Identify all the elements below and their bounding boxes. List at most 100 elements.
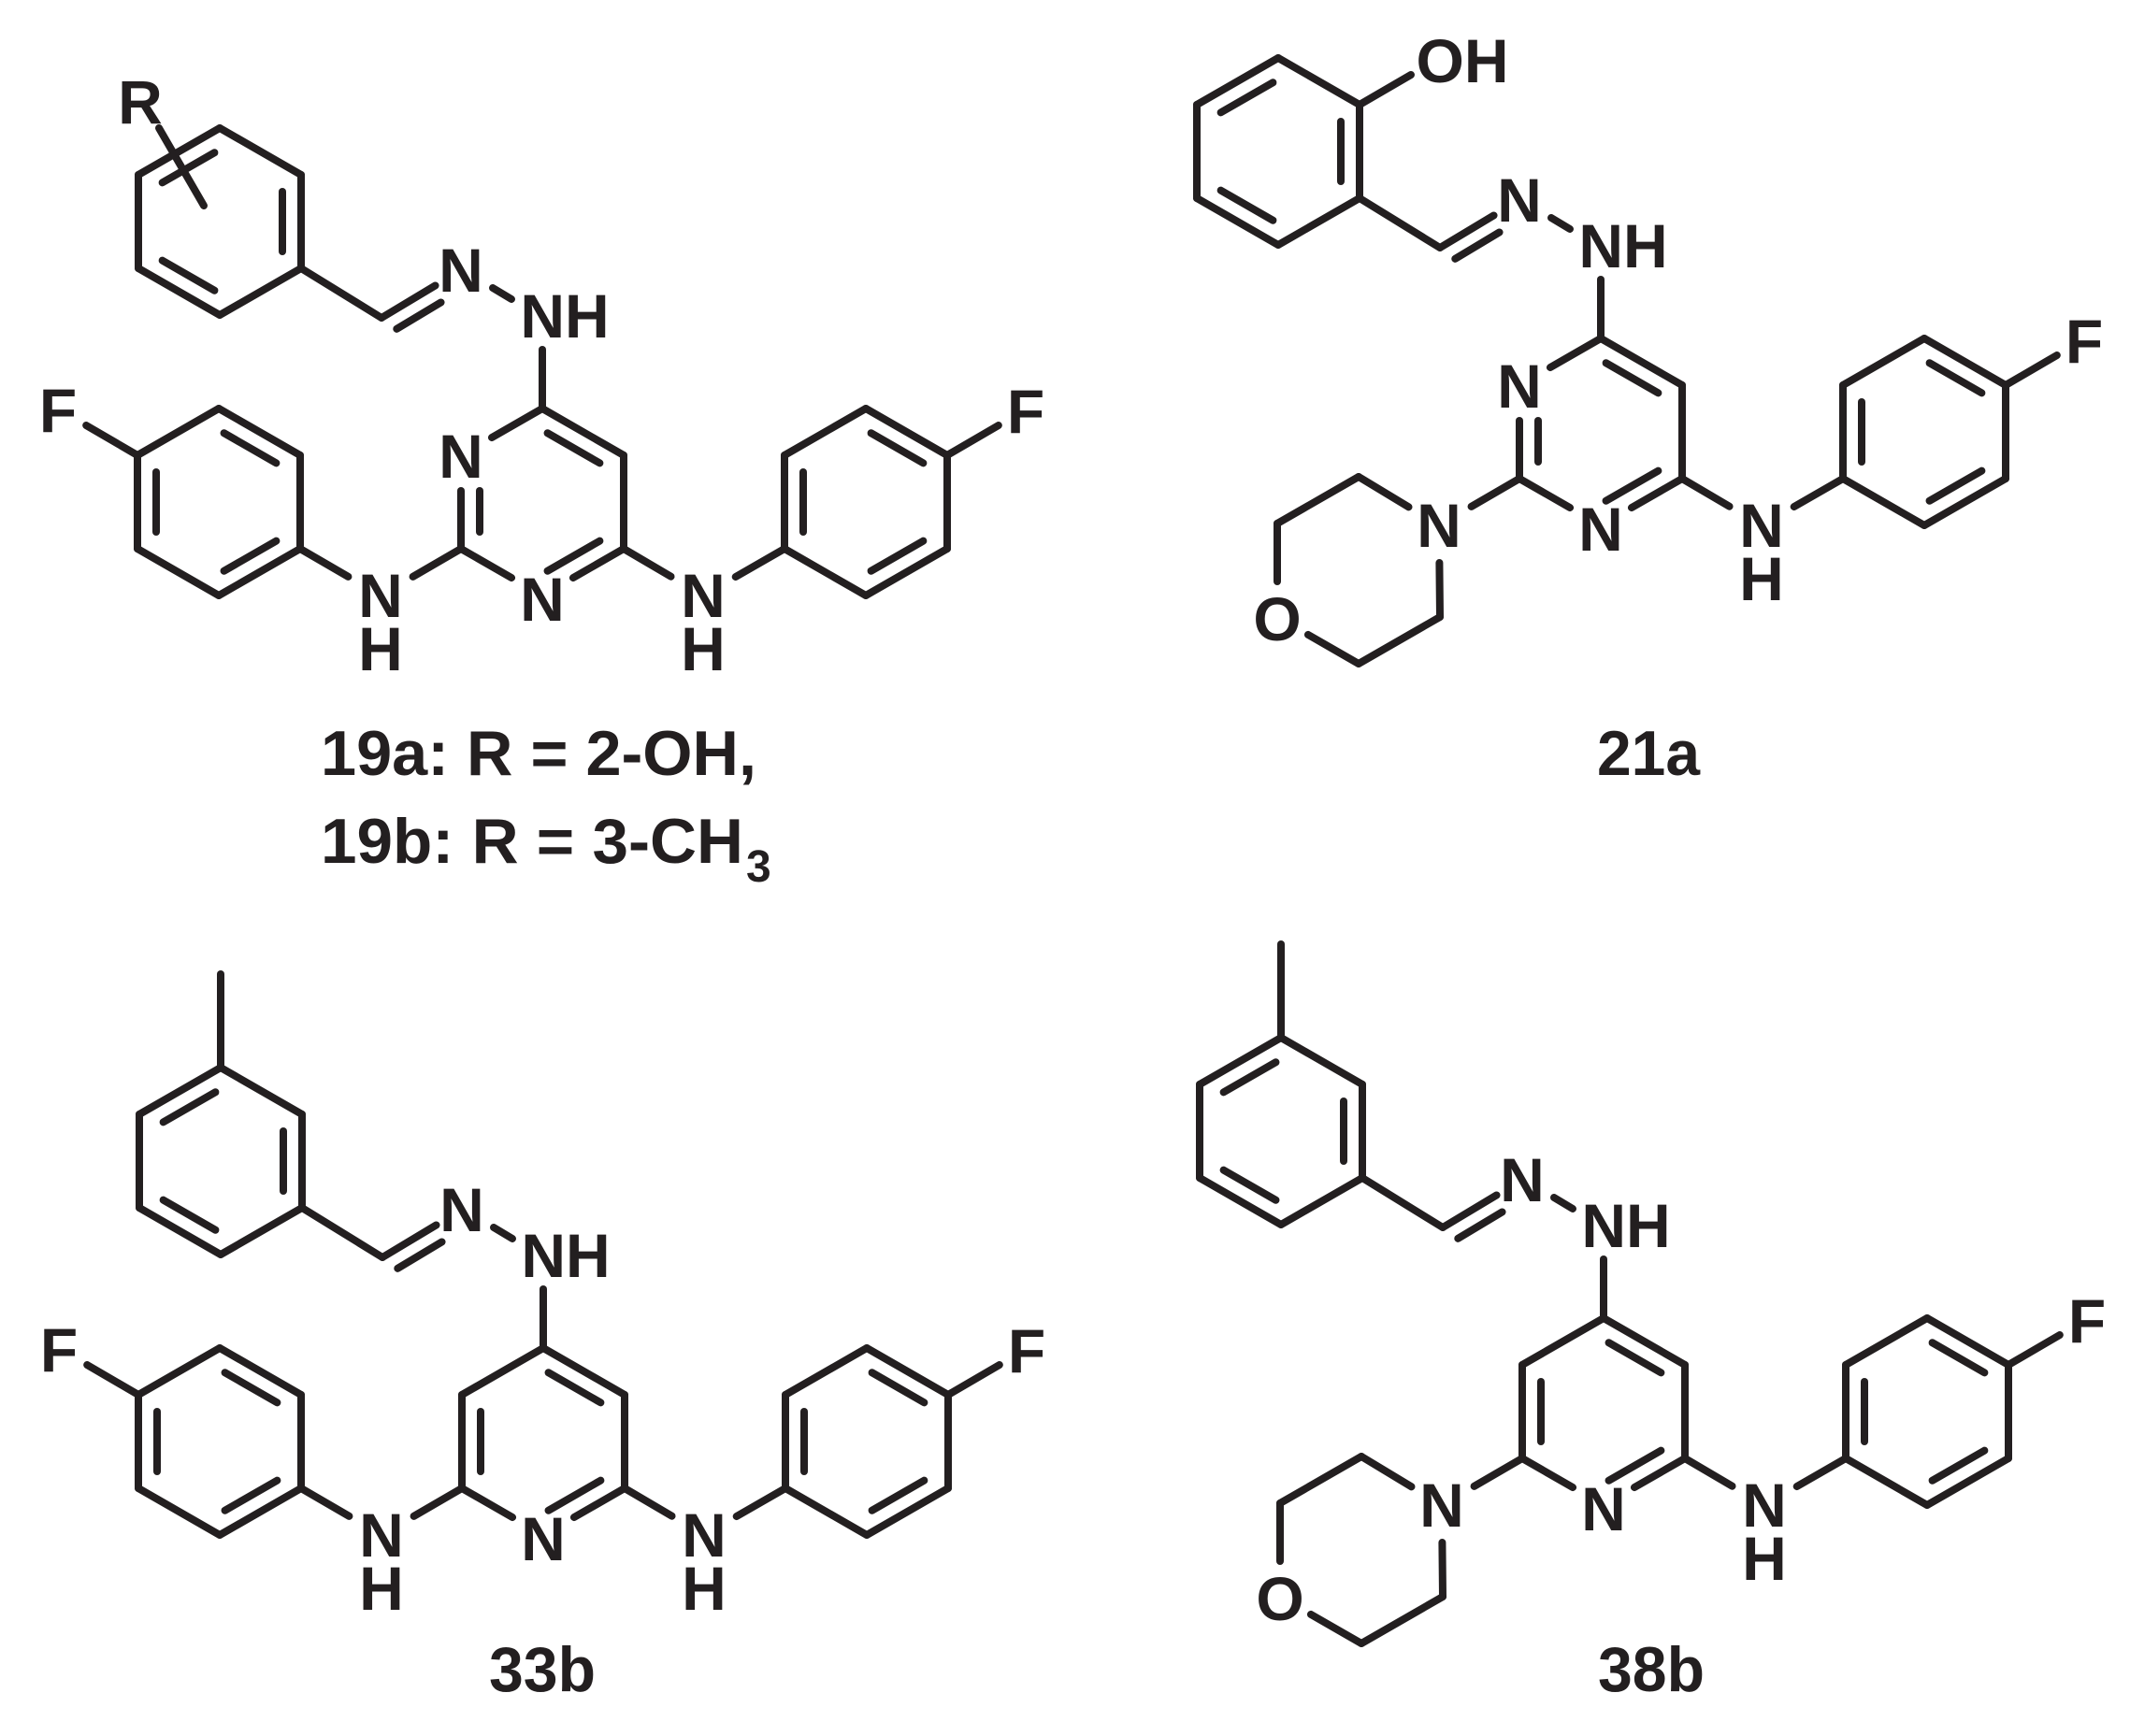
morpholine-bond xyxy=(1435,558,1444,621)
c-f-bond xyxy=(944,1361,1003,1399)
benzylidene-ring-bond xyxy=(1274,54,1363,108)
fluorophenyl-bond xyxy=(782,1485,871,1539)
imine-nitrogen: N xyxy=(1497,165,1542,235)
morpholine-bond xyxy=(1355,473,1413,511)
r-substituent-bond xyxy=(155,124,208,209)
fluorine-atom: F xyxy=(1008,1316,1045,1385)
c-ch-bond xyxy=(1359,1174,1446,1231)
n-n-bond xyxy=(1550,1194,1576,1212)
c-n-bond xyxy=(1470,1455,1526,1490)
fluorophenyl-bond xyxy=(135,1485,223,1539)
nh-aryl-bond xyxy=(732,1485,789,1521)
anilino-hydrogen: H xyxy=(681,614,726,683)
pyrimidine-nitrogen: N xyxy=(520,565,565,634)
ch-n-double-bond xyxy=(378,281,439,322)
benzylidene-double xyxy=(158,149,219,187)
fluorophenyl-bond xyxy=(1923,1455,2012,1509)
r-group-label: R xyxy=(118,67,163,136)
fluorophenyl-double xyxy=(221,1476,281,1514)
ch-n-double-bond-inner xyxy=(393,298,445,333)
nh-aryl-bond xyxy=(731,545,788,581)
nh-aryl-bond xyxy=(296,545,353,581)
anilino-nitrogen: N xyxy=(1739,491,1784,560)
fluorophenyl-bond xyxy=(216,1485,305,1539)
fluorophenyl-bond xyxy=(216,1344,305,1399)
n-n-bond xyxy=(489,284,515,303)
benzylidene-ring-bond xyxy=(1277,1174,1366,1228)
imine-nitrogen: N xyxy=(439,236,483,305)
benzylidene-double xyxy=(1219,1166,1280,1204)
ch-n-double-bond-inner xyxy=(1451,228,1504,263)
compound-label-19b-main: 19b: R = 3-CH xyxy=(321,806,743,877)
c-nh-bond xyxy=(1681,1455,1736,1490)
benzylidene-ring-bond xyxy=(1196,1174,1285,1228)
anilino-nitrogen: N xyxy=(1742,1471,1787,1540)
hydrazine-nh: NH xyxy=(1581,1191,1670,1260)
c-nh-bond xyxy=(621,1485,676,1520)
ring-bond xyxy=(568,545,627,582)
benzylidene-ring-bond xyxy=(1193,194,1282,249)
c-f-bond xyxy=(82,422,141,459)
nh-aryl-bond xyxy=(1792,1455,1849,1491)
c-o-bond xyxy=(1356,71,1415,108)
anilino-hydrogen: H xyxy=(1739,544,1784,613)
hydrazine-nh: NH xyxy=(521,1221,610,1290)
fluorophenyl-bond xyxy=(215,545,304,599)
ch-n-double-bond-inner xyxy=(1454,1208,1506,1242)
morpholine-bond xyxy=(1358,1593,1446,1647)
benzylidene-double xyxy=(1219,1058,1280,1097)
anilino-hydrogen: H xyxy=(358,614,403,683)
ring-double xyxy=(544,1369,605,1407)
ring-bond xyxy=(1518,1455,1577,1492)
fluorophenyl-double xyxy=(868,1476,928,1514)
fluorophenyl-bond xyxy=(1839,475,1928,529)
anilino-nitrogen: N xyxy=(681,561,726,630)
morpholine-bond xyxy=(1303,630,1362,667)
fluorophenyl-bond xyxy=(1921,475,2009,529)
benzylidene-ring-bond xyxy=(216,124,305,179)
fluorophenyl-double xyxy=(867,429,928,467)
ring-double xyxy=(1602,466,1662,505)
ch-n-double-bond xyxy=(1439,1191,1501,1231)
fluorophenyl-double xyxy=(1925,359,1986,397)
benzylidene-double xyxy=(1216,79,1277,117)
benzylidene-ring-bond xyxy=(136,1204,224,1258)
pyridine-nitrogen: N xyxy=(521,1504,566,1573)
benzylidene-ring-bond xyxy=(217,1204,306,1258)
fluorine-atom: F xyxy=(40,1315,78,1384)
fluorophenyl-bond xyxy=(1842,1314,1931,1369)
fluorophenyl-bond xyxy=(134,545,223,599)
benzylidene-ring-bond xyxy=(1193,54,1282,108)
morpholine-oxygen: O xyxy=(1253,584,1301,653)
fluorophenyl-bond xyxy=(135,1344,223,1399)
fluorophenyl-bond xyxy=(862,545,951,599)
ch-n-double-bond xyxy=(379,1221,440,1261)
morpholine-bond xyxy=(1355,613,1444,667)
hydroxyl-label: OH xyxy=(1417,26,1509,95)
fluorine-atom: F xyxy=(2065,307,2103,376)
ring-bond xyxy=(1627,475,1686,512)
n-n-bond xyxy=(1547,214,1574,233)
fluorophenyl-double xyxy=(221,1369,281,1407)
fluorophenyl-bond xyxy=(1839,335,1928,389)
nh-aryl-bond xyxy=(297,1485,353,1520)
c-f-bond xyxy=(2005,1331,2064,1369)
fluorine-atom: F xyxy=(39,376,77,445)
fluorophenyl-bond xyxy=(782,1344,871,1399)
morpholine-nitrogen: N xyxy=(1419,1471,1464,1540)
anilino-nitrogen: N xyxy=(359,1500,404,1570)
benzylidene-ring-bond xyxy=(1196,1034,1285,1088)
c-f-bond xyxy=(943,422,1002,459)
morpholine-nitrogen: N xyxy=(1417,491,1461,560)
fluorophenyl-bond xyxy=(862,405,951,459)
ring-double xyxy=(543,537,604,575)
benzylidene-ring-bond xyxy=(135,265,223,319)
benzylidene-ring-bond xyxy=(136,1064,224,1118)
pyrimidine-nitrogen: N xyxy=(1578,495,1623,564)
fluorophenyl-bond xyxy=(1842,1455,1931,1509)
benzylidene-ring-bond xyxy=(216,265,305,319)
morpholine-bond xyxy=(1438,1538,1446,1600)
ring-bond xyxy=(457,545,516,582)
c-nh-bond xyxy=(409,545,465,581)
